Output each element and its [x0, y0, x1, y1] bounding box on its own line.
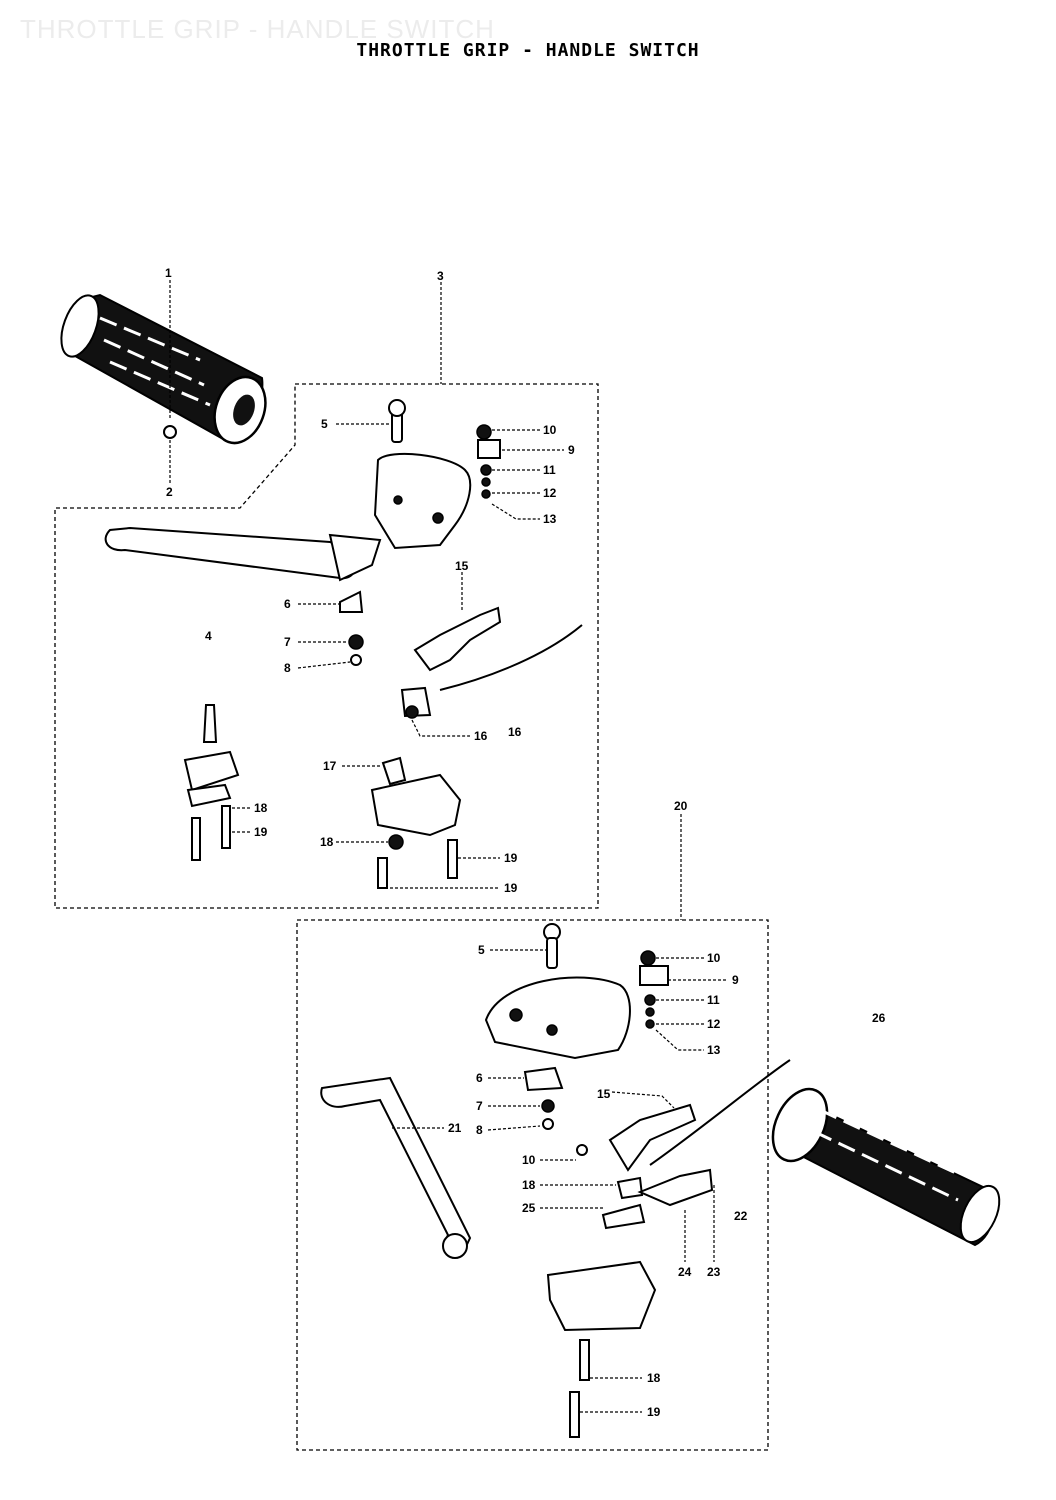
part-label: 17: [323, 759, 337, 773]
part-label: 15: [597, 1087, 611, 1101]
part-label: 19: [504, 851, 518, 865]
part-label: 15: [455, 559, 469, 573]
part-label: 9: [568, 443, 575, 457]
part-label: 7: [284, 635, 291, 649]
switch-housing-bottom: [546, 1260, 657, 1438]
part-label: 10: [543, 423, 557, 437]
switch-housing-top: [370, 756, 462, 889]
lever-left: [104, 526, 382, 582]
pivot-hardware-bottom: [639, 950, 669, 1029]
part-label: 6: [284, 597, 291, 611]
bolt-5-top: [388, 399, 406, 443]
part-label: 11: [543, 463, 556, 477]
part-labels-top: 1 2 3 5 10 9 11 12 13 6 7 8 4 15 16 16 1…: [165, 266, 575, 895]
part-label: 13: [707, 1043, 721, 1057]
part-label: 2: [166, 485, 173, 499]
part-label: 6: [476, 1071, 483, 1085]
part-label: 19: [254, 825, 268, 839]
part-label: 5: [478, 943, 485, 957]
small-parts-6-7-8-top: [339, 590, 364, 666]
assembly-border-top: [54, 383, 599, 909]
leader-lines-top: [169, 280, 564, 889]
part-label: 25: [522, 1201, 536, 1215]
small-parts-6-7-8-bottom: [523, 1066, 564, 1130]
part-label: 10: [522, 1153, 536, 1167]
part-labels-bottom: 20 5 10 9 11 12 13 6 7 8 21 15 10 18 25 …: [448, 799, 886, 1419]
part-label: 10: [707, 951, 721, 965]
part-label: 13: [543, 512, 557, 526]
faded-title: THROTTLE GRIP - HANDLE SWITCH: [20, 14, 495, 44]
part-label: 19: [504, 881, 518, 895]
part-label: 21: [448, 1121, 462, 1135]
part-label: 4: [205, 629, 212, 643]
part-label: 24: [678, 1265, 692, 1279]
part-label: 18: [647, 1371, 661, 1385]
bolt-5-bottom: [543, 923, 561, 969]
part-label: 8: [476, 1123, 483, 1137]
part-label: 26: [872, 1011, 886, 1025]
lever-right: [320, 1076, 472, 1259]
part-label: 16: [508, 725, 522, 739]
part-label: 12: [707, 1017, 721, 1031]
part-label: 1: [165, 266, 172, 280]
part-label: 19: [647, 1405, 661, 1419]
part-label: 18: [522, 1178, 536, 1192]
pivot-hardware-top: [476, 424, 501, 499]
leader-lines-bottom: [392, 814, 728, 1413]
part-label: 12: [543, 486, 557, 500]
part-label: 18: [320, 835, 334, 849]
throttle-grip-right: [771, 1087, 1001, 1247]
part-label: 5: [321, 417, 328, 431]
part-label: 22: [734, 1209, 748, 1223]
page-title: THROTTLE GRIP - HANDLE SWITCH: [356, 40, 700, 61]
part-label: 18: [254, 801, 268, 815]
assembly-border-bottom: [296, 919, 769, 1451]
part-label: 16: [474, 729, 488, 743]
lever-holder-top: [373, 453, 472, 550]
part-label: 8: [284, 661, 291, 675]
screw-and-clip-top-left: [183, 704, 240, 861]
part-label: 23: [707, 1265, 721, 1279]
part-label: 3: [437, 269, 444, 283]
cable-and-switch-bottom: [576, 1059, 791, 1230]
grip-screw-small: [163, 425, 177, 439]
part-label: 11: [707, 993, 720, 1007]
part-label: 20: [674, 799, 688, 813]
part-label: 7: [476, 1099, 483, 1113]
throttle-grip-left: [60, 293, 267, 445]
lever-holder-bottom: [484, 976, 631, 1060]
part-label: 9: [732, 973, 739, 987]
cable-and-switch-top: [400, 606, 583, 719]
